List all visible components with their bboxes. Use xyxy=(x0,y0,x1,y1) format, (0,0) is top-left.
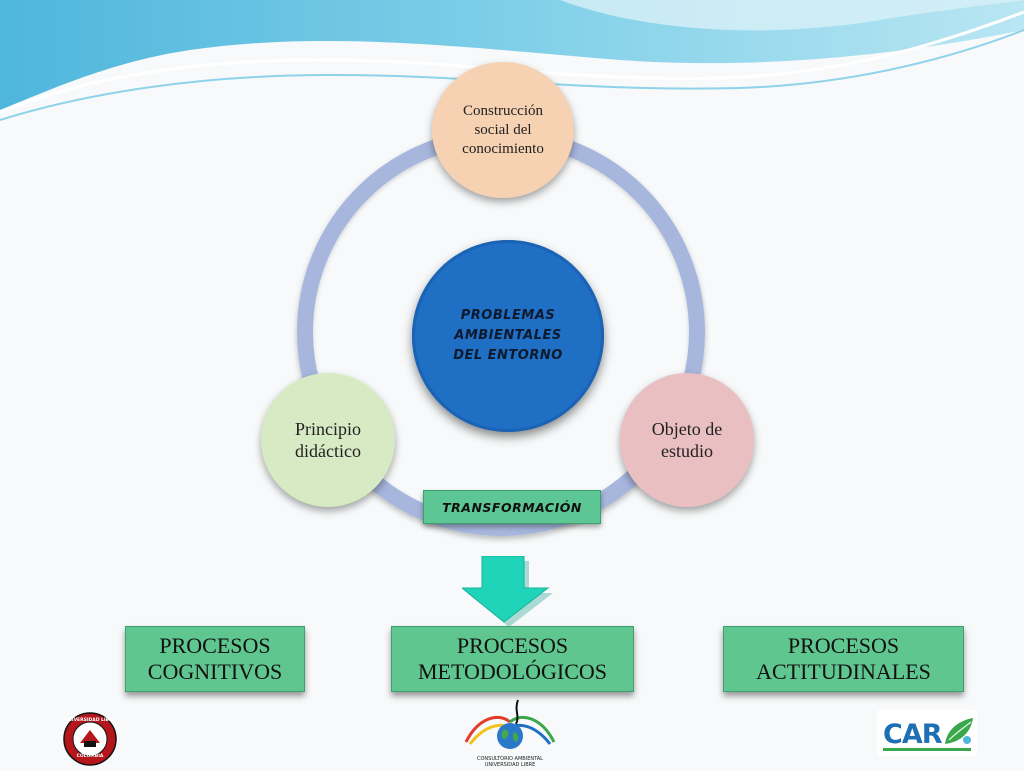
procesos-metodologicos-box: PROCESOS METODOLÓGICOS xyxy=(391,626,634,692)
node-construccion-social-label: Construcción social del conocimiento xyxy=(462,102,544,157)
node-objeto-de-estudio: Objeto de estudio xyxy=(620,373,754,507)
universidad-libre-logo: UNIVERSIDAD LIBRE COLOMBIA xyxy=(60,712,120,766)
node-objeto-de-estudio-label: Objeto de estudio xyxy=(651,419,723,461)
node-problemas-ambientales-label: PROBLEMAS AMBIENTALES DEL ENTORNO xyxy=(453,308,563,363)
leaf-icon xyxy=(945,718,973,744)
transformacion-label: TRANSFORMACIÓN xyxy=(423,490,601,524)
car-logo: CAR xyxy=(877,710,977,756)
car-logo-underline xyxy=(883,748,971,751)
node-principio-didactico-label: Principio didáctico xyxy=(295,419,361,461)
procesos-actitudinales-label: PROCESOS ACTITUDINALES xyxy=(756,633,931,684)
down-arrow-icon xyxy=(462,556,553,626)
node-problemas-ambientales: PROBLEMAS AMBIENTALES DEL ENTORNO xyxy=(412,240,604,432)
node-principio-didactico: Principio didáctico xyxy=(261,373,395,507)
universidad-libre-seal-icon xyxy=(63,712,117,766)
globe-logo-icon xyxy=(464,699,556,749)
procesos-metodologicos-label: PROCESOS METODOLÓGICOS xyxy=(417,633,608,684)
consultorio-ambiental-logo: CONSULTORIO AMBIENTAL UNIVERSIDAD LIBRE xyxy=(448,698,572,768)
procesos-actitudinales-box: PROCESOS ACTITUDINALES xyxy=(723,626,964,692)
procesos-cognitivos-label: PROCESOS COGNITIVOS xyxy=(147,633,283,684)
procesos-cognitivos-box: PROCESOS COGNITIVOS xyxy=(125,626,305,692)
node-construccion-social: Construcción social del conocimiento xyxy=(432,62,574,198)
